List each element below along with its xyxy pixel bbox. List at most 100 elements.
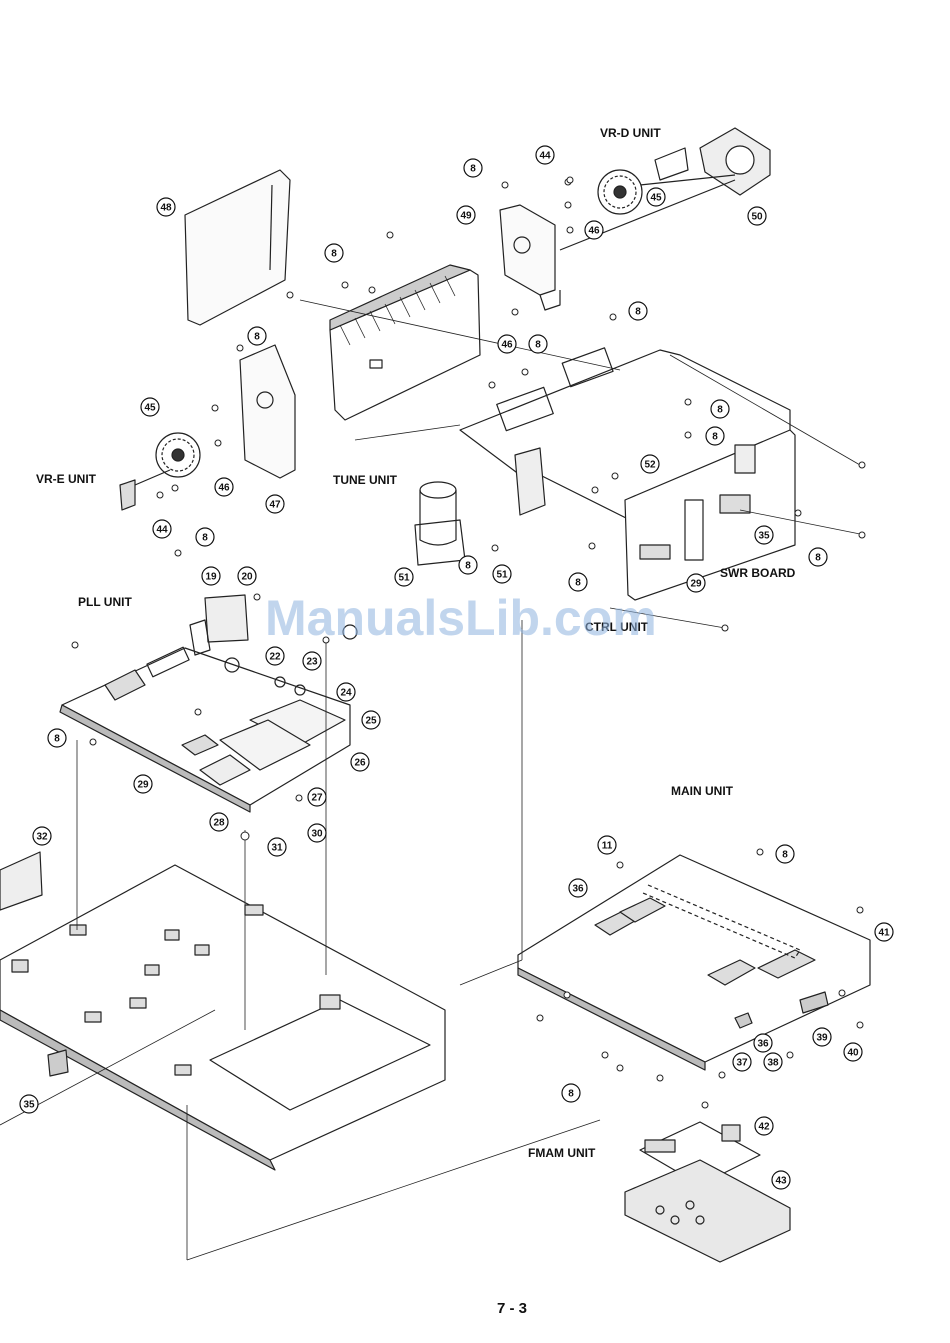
callout-46: 46 [215,478,233,496]
callout-number: 8 [712,432,718,443]
watermark: ManualsLib.com [265,590,657,646]
callout-number: 45 [144,403,156,414]
callout-29: 29 [134,775,152,793]
callout-41: 41 [875,923,893,941]
callout-51: 51 [395,568,413,586]
callout-29: 29 [687,574,705,592]
callout-number: 41 [878,928,890,939]
label-tune-unit: TUNE UNIT [333,473,398,487]
callout-32: 32 [33,827,51,845]
callout-number: 8 [202,533,208,544]
callout-number: 47 [269,500,281,511]
callout-number: 29 [690,579,702,590]
callout-8: 8 [706,427,724,445]
callout-38: 38 [764,1053,782,1071]
callout-number: 45 [650,193,662,204]
callout-number: 25 [365,716,377,727]
callout-number: 44 [539,151,551,162]
callout-number: 37 [736,1058,748,1069]
callout-number: 39 [816,1033,828,1044]
callout-24: 24 [337,683,355,701]
callout-43: 43 [772,1171,790,1189]
callout-number: 20 [241,572,253,583]
callout-52: 52 [641,455,659,473]
callout-number: 46 [588,226,600,237]
callout-8: 8 [629,302,647,320]
callout-45: 45 [647,188,665,206]
callout-number: 36 [757,1039,769,1050]
callout-number: 27 [311,793,323,804]
callout-27: 27 [308,788,326,806]
callout-number: 48 [160,203,172,214]
callout-8: 8 [569,573,587,591]
callout-number: 38 [767,1058,779,1069]
callout-number: 28 [213,818,225,829]
bottom-chassis [0,852,445,1170]
callout-35: 35 [20,1095,38,1113]
gear-45-left [156,433,200,477]
callout-44: 44 [536,146,554,164]
callout-number: 30 [311,829,323,840]
callout-number: 8 [254,332,260,343]
callout-number: 8 [568,1089,574,1100]
callout-8: 8 [196,528,214,546]
callout-25: 25 [362,711,380,729]
callout-8: 8 [809,548,827,566]
callout-number: 22 [269,652,281,663]
callout-36: 36 [754,1034,772,1052]
callout-number: 42 [758,1122,770,1133]
callout-number: 11 [602,841,613,852]
callout-8: 8 [248,327,266,345]
callout-37: 37 [733,1053,751,1071]
callout-number: 24 [340,688,352,699]
callout-11: 11 [598,836,616,854]
callout-number: 8 [782,850,788,861]
callout-49: 49 [457,206,475,224]
callout-26: 26 [351,753,369,771]
callout-number: 50 [751,212,763,223]
callout-number: 23 [306,657,318,668]
callout-number: 35 [23,1100,35,1111]
callout-8: 8 [529,335,547,353]
callout-48: 48 [157,198,175,216]
callout-number: 49 [460,211,472,222]
callout-number: 8 [54,734,60,745]
callout-8: 8 [464,159,482,177]
callout-number: 51 [496,570,508,581]
callout-number: 52 [644,460,656,471]
callout-23: 23 [303,652,321,670]
callout-number: 8 [575,578,581,589]
label-main-unit: MAIN UNIT [671,784,734,798]
tune-unit-assembly [330,265,480,420]
callout-28: 28 [210,813,228,831]
callout-number: 8 [470,164,476,175]
callout-8: 8 [562,1084,580,1102]
callout-31: 31 [268,838,286,856]
callout-number: 8 [717,405,723,416]
fmam-unit [625,1122,790,1262]
callout-36: 36 [569,879,587,897]
callout-number: 8 [635,307,641,318]
callout-number: 44 [156,525,168,536]
callout-45: 45 [141,398,159,416]
label-vr-e-unit: VR-E UNIT [36,472,97,486]
callout-47: 47 [266,495,284,513]
callout-8: 8 [776,845,794,863]
gear-45-top [598,170,642,214]
bracket-47 [240,345,295,478]
callout-20: 20 [238,567,256,585]
callout-46: 46 [498,335,516,353]
callout-39: 39 [813,1028,831,1046]
callout-number: 31 [271,843,283,854]
callout-35: 35 [755,526,773,544]
callout-51: 51 [493,565,511,583]
motor-51 [415,482,465,565]
callout-44: 44 [153,520,171,538]
callout-30: 30 [308,824,326,842]
callout-number: 46 [501,340,513,351]
callout-number: 8 [331,249,337,260]
callout-40: 40 [844,1043,862,1061]
callout-number: 51 [398,573,410,584]
callout-number: 40 [847,1048,859,1059]
